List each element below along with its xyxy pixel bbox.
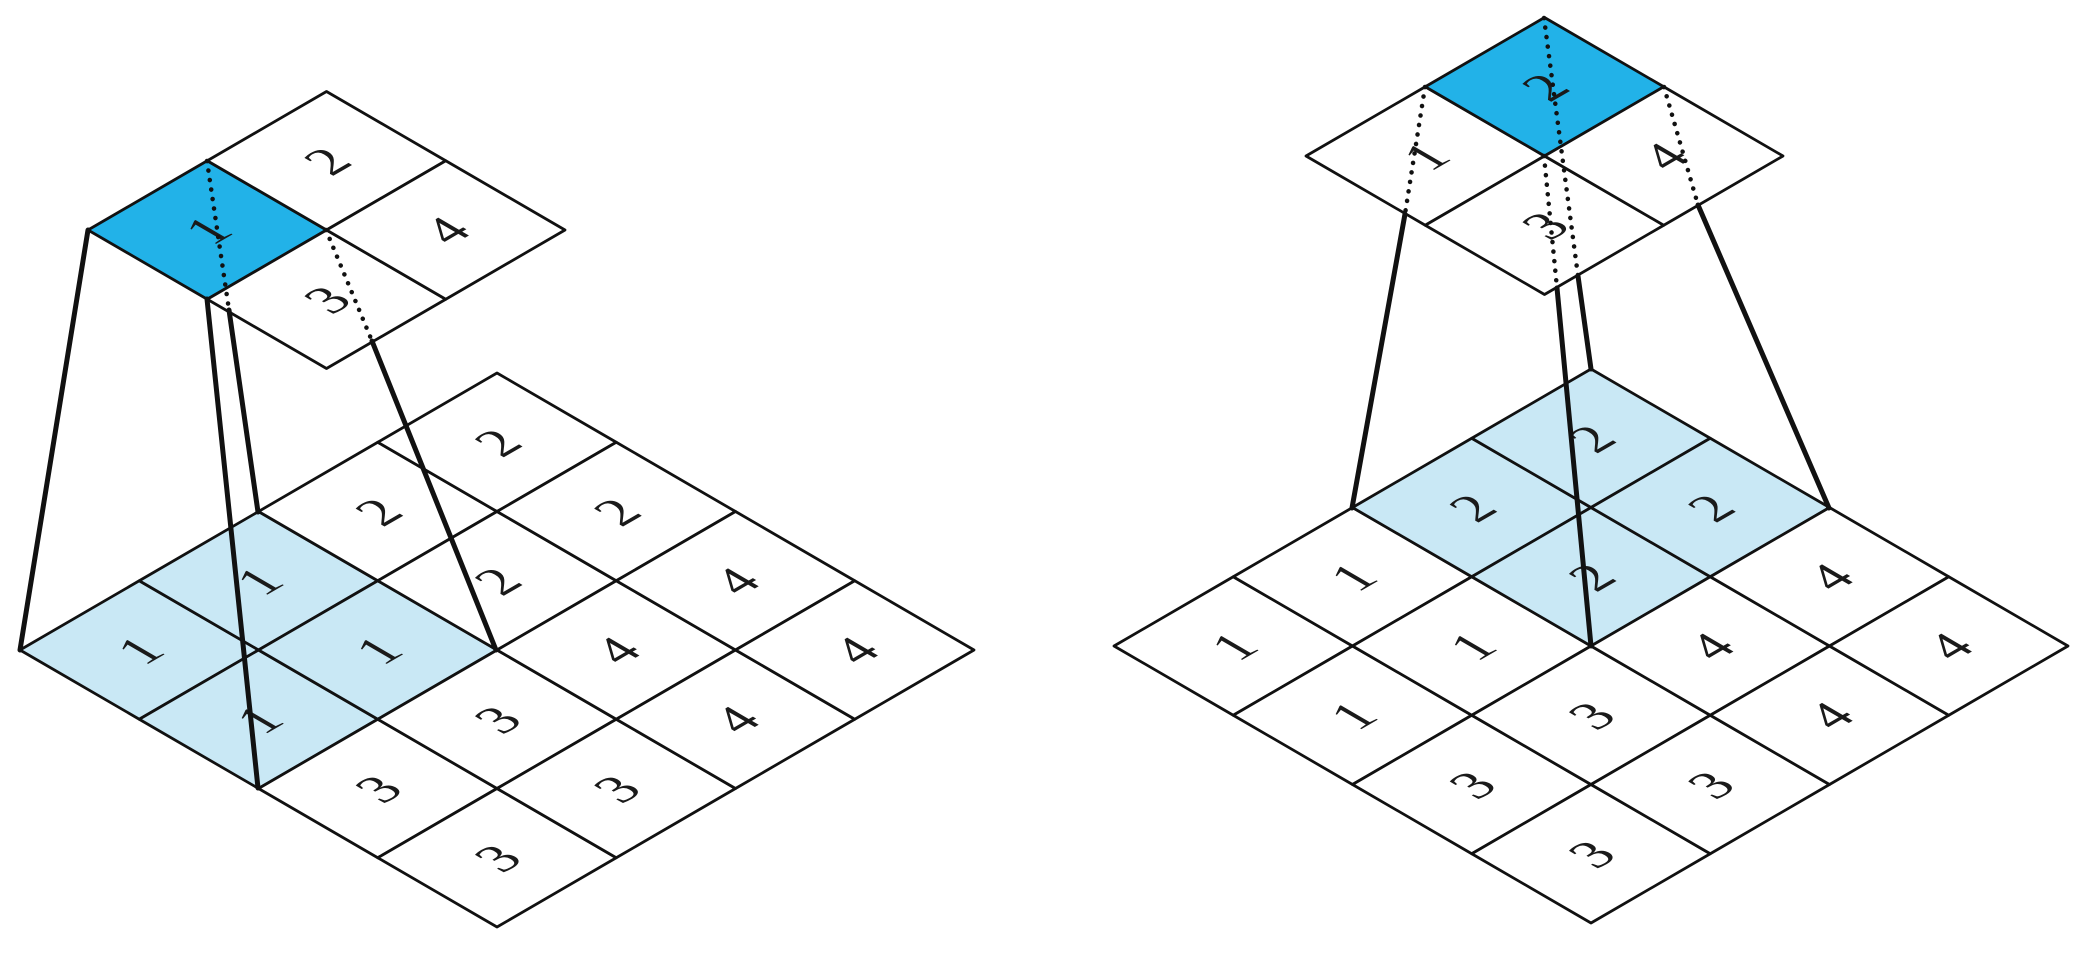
grid-cell: [1543, 85, 1785, 227]
projection-line-solid: [1575, 273, 1594, 372]
projection-line-solid: [1349, 211, 1408, 511]
projection-line-solid: [17, 227, 91, 653]
projection-line-solid: [226, 307, 261, 515]
grid-cell: [734, 579, 976, 721]
projection-line-dotted: [1402, 84, 1428, 217]
projection-line-solid: [1695, 202, 1832, 511]
projection-line-solid: [204, 296, 261, 791]
projection-line-dotted: [204, 158, 232, 313]
grid-cell: [1828, 575, 2070, 717]
projection-line-solid: [369, 338, 499, 653]
projection-line-dotted: [323, 227, 375, 344]
projection-line-solid: [1554, 285, 1594, 649]
projection-line-dotted: [1661, 84, 1701, 208]
grid-cell: [325, 159, 567, 301]
projection-line-dotted: [1541, 153, 1560, 291]
